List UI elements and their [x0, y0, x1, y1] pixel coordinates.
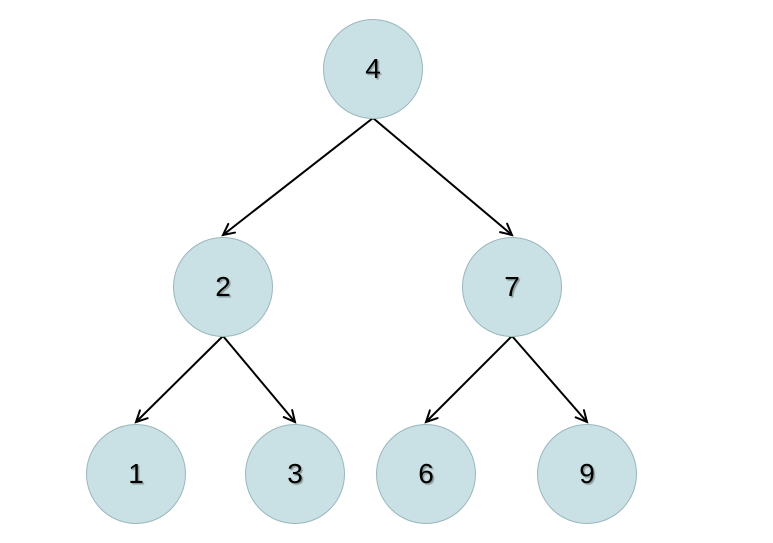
node-label: 6 — [418, 458, 434, 489]
node-label: 4 — [365, 53, 381, 84]
tree-edge-4-2 — [221, 117, 374, 237]
tree-edge-7-6 — [424, 335, 513, 424]
tree-node-3: 3 — [245, 424, 345, 524]
tree-node-7: 7 — [462, 237, 562, 337]
tree-node-9: 9 — [537, 424, 637, 524]
node-label: 3 — [287, 458, 303, 489]
node-label: 2 — [215, 271, 231, 302]
tree-edge-4-7 — [372, 117, 514, 237]
tree-node-4: 4 — [323, 19, 423, 119]
tree-node-6: 6 — [376, 424, 476, 524]
tree-edge-7-9 — [511, 335, 589, 424]
node-label: 7 — [504, 271, 520, 302]
tree-node-2: 2 — [173, 237, 273, 337]
tree-edge-2-1 — [134, 335, 224, 424]
tree-node-1: 1 — [86, 424, 186, 524]
tree-edge-2-3 — [222, 335, 297, 424]
node-label: 9 — [579, 458, 595, 489]
node-label: 1 — [128, 458, 144, 489]
